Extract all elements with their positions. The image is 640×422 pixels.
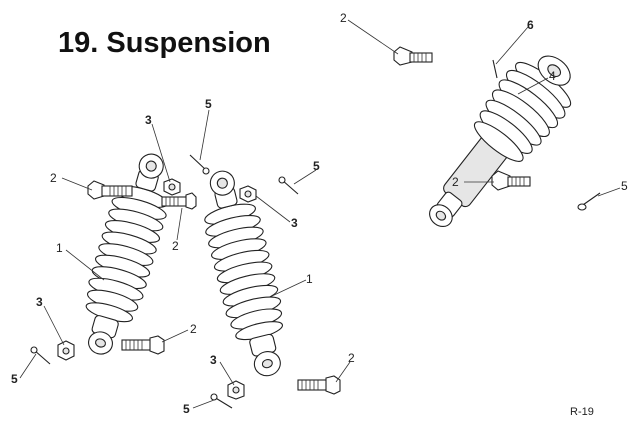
callout-number: 4 (549, 69, 556, 83)
spring-coils (204, 203, 284, 341)
callout-number: 2 (50, 171, 57, 185)
callout-number: 3 (210, 353, 217, 367)
pin-middle-right (278, 176, 299, 195)
leader-lines (19, 19, 621, 409)
callout-number: 5 (205, 97, 212, 111)
callout-number: 3 (36, 295, 43, 309)
bolt-right-lower (297, 375, 341, 395)
bolt-top-right-lower (491, 170, 531, 191)
callout-number: 3 (291, 216, 298, 230)
spring-coils (85, 185, 169, 323)
nut-left-upper (163, 178, 181, 196)
page-code: R-19 (570, 406, 594, 418)
callout-number: 1 (306, 272, 313, 286)
callout-number: 5 (313, 159, 320, 173)
pin-top-right (577, 192, 601, 211)
nut-middle-right (239, 185, 257, 203)
bolt-left-upper (87, 180, 133, 200)
callout-number: 1 (56, 241, 63, 255)
callout-number: 2 (190, 322, 197, 336)
callout-number: 6 (527, 18, 534, 32)
shock-absorber-middle (204, 170, 284, 377)
callout-number: 5 (11, 372, 18, 386)
nut-left-lower (57, 340, 75, 361)
pin-top-right-upper (492, 59, 498, 79)
bolt-top-right-upper (393, 46, 433, 66)
callout-number: 2 (452, 175, 459, 189)
shock-absorber-top-right (429, 55, 572, 228)
callout-number: 5 (183, 402, 190, 416)
callout-number: 3 (145, 113, 152, 127)
pin-middle-upper (189, 154, 210, 175)
callout-number: 2 (172, 239, 179, 253)
spring-coils (473, 61, 572, 162)
pin-middle-lower (210, 393, 233, 409)
pin-left-lower (30, 346, 51, 365)
bolt-middle-lower-left (121, 335, 165, 355)
diagram-title: 19. Suspension (58, 27, 271, 59)
callout-number: 5 (621, 179, 628, 193)
nut-middle-lower (227, 380, 245, 400)
callout-number: 2 (348, 351, 355, 365)
shock-absorber-left (85, 153, 169, 355)
bolt-middle-upper (161, 192, 197, 210)
callout-number: 2 (340, 11, 347, 25)
